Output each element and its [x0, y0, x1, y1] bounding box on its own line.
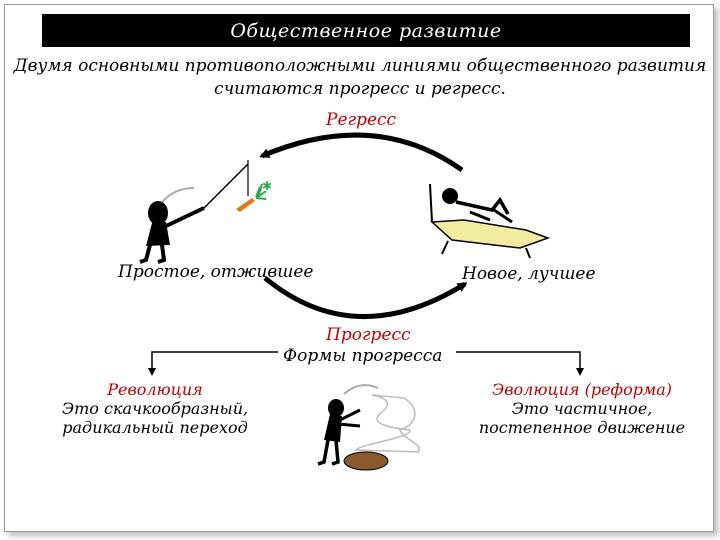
- evolution-desc-1: Это частичное,: [511, 399, 653, 418]
- forms-of-progress-label: Формы прогресса: [283, 346, 443, 366]
- svg-text:✱: ✱: [262, 179, 272, 193]
- progress-label: Прогресс: [326, 325, 411, 345]
- carrot-man-illustration: ✱: [139, 160, 272, 264]
- evolution-desc-2: постепенное движение: [478, 418, 686, 437]
- branch-left-line: [148, 351, 278, 376]
- revolution-desc-2: радикальный переход: [62, 418, 248, 437]
- regress-arrow: [259, 132, 464, 173]
- intro-line-1: Двумя основными противоположными линиями…: [13, 56, 707, 76]
- evolution-name: Эволюция (реформа): [491, 380, 672, 399]
- hourglass-man-illustration: [317, 384, 420, 471]
- evolution-block: Эволюция (реформа) Это частичное, постеп…: [464, 380, 700, 437]
- progress-arrow: [263, 276, 468, 319]
- regress-label: Регресс: [326, 110, 397, 130]
- revolution-block: Революция Это скачкообразный, радикальны…: [40, 380, 270, 437]
- new-better-label: Новое, лучшее: [462, 264, 596, 284]
- revolution-name: Революция: [107, 380, 203, 399]
- intro-text: Двумя основными противоположными линиями…: [8, 55, 712, 101]
- intro-line-2: считаются прогресс и регресс.: [214, 79, 506, 99]
- branch-right-line: [456, 351, 584, 376]
- slide-frame: [4, 4, 714, 532]
- deckchair-man-illustration: [429, 183, 551, 259]
- slide-title-text: Общественное развитие: [230, 19, 502, 42]
- simple-outdated-label: Простое, отжившее: [118, 262, 314, 282]
- revolution-desc-1: Это скачкообразный,: [61, 399, 249, 418]
- slide-title: Общественное развитие: [42, 14, 690, 47]
